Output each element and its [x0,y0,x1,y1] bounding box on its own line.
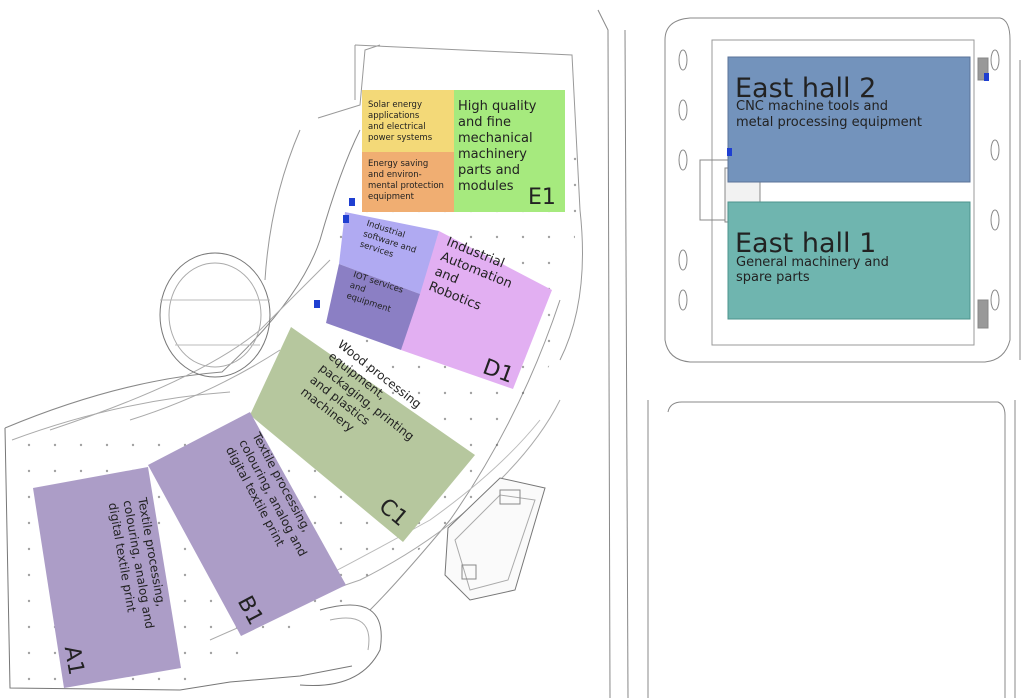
e1-solar-area [362,90,454,152]
d1-software-area [339,212,439,294]
e1-solar-line-4: power systems [368,133,433,143]
detached-pavilion [444,477,546,601]
east-hall-1-subtitle-line-2: spare parts [736,270,810,285]
e1-energy-line-1: Energy saving [368,159,428,169]
east-hall-2-title: East hall 2 [735,73,876,104]
e1-solar-line-1: Solar energy [368,100,422,110]
a1-code: A1 [59,644,89,677]
e1-solar-line-2: applications [368,111,420,121]
c1-area [250,327,475,542]
hall-d1[interactable]: Industrial software and services IOT ser… [326,212,552,389]
east-hall-2-subtitle-line-2: metal processing equipment [736,115,922,130]
east-hall-1-title: East hall 1 [735,228,876,259]
e1-energy-line-3: mental protection [368,181,444,191]
hall-a1[interactable]: Textile processing, colouring, analog an… [33,467,181,688]
east-hall-2-subtitle-line-1: CNC machine tools and [736,99,888,114]
east-hall-2-area [727,56,971,183]
e1-code: E1 [528,185,556,210]
entrance-markers [314,73,989,308]
e1-energy-area [362,152,454,212]
east-hall-1-area [727,201,971,320]
east-hall-1[interactable]: East hall 1 General machinery and spare … [727,201,971,320]
hall-e1[interactable]: Solar energy applications and electrical… [362,90,565,212]
round-pavilion [159,252,271,378]
east-hall-1-subtitle-line-1: General machinery and [736,255,889,270]
e1-main-line-3: mechanical [458,131,533,146]
a1-area [33,467,181,688]
d1-iot-area [326,264,420,350]
d1-main-area [401,231,552,389]
roads [597,9,1021,698]
e1-solar-line-3: and electrical [368,122,426,132]
e1-main-line-5: parts and [458,163,520,178]
hall-c1[interactable]: Wood processing equipment, packaging, pr… [250,327,475,542]
east-hall-2[interactable]: East hall 2 CNC machine tools and metal … [727,56,971,183]
e1-main-line-1: High quality [458,99,537,114]
e1-main-line-6: modules [458,179,514,194]
e1-main-line-4: machinery [458,147,527,162]
b1-area [148,412,346,636]
e1-energy-line-2: and environ- [368,170,422,180]
e1-energy-line-4: equipment [368,192,415,202]
d1-iot-line-2: and [348,281,366,295]
e1-main-line-2: and fine [458,115,511,130]
southwest-entrance [299,604,382,687]
